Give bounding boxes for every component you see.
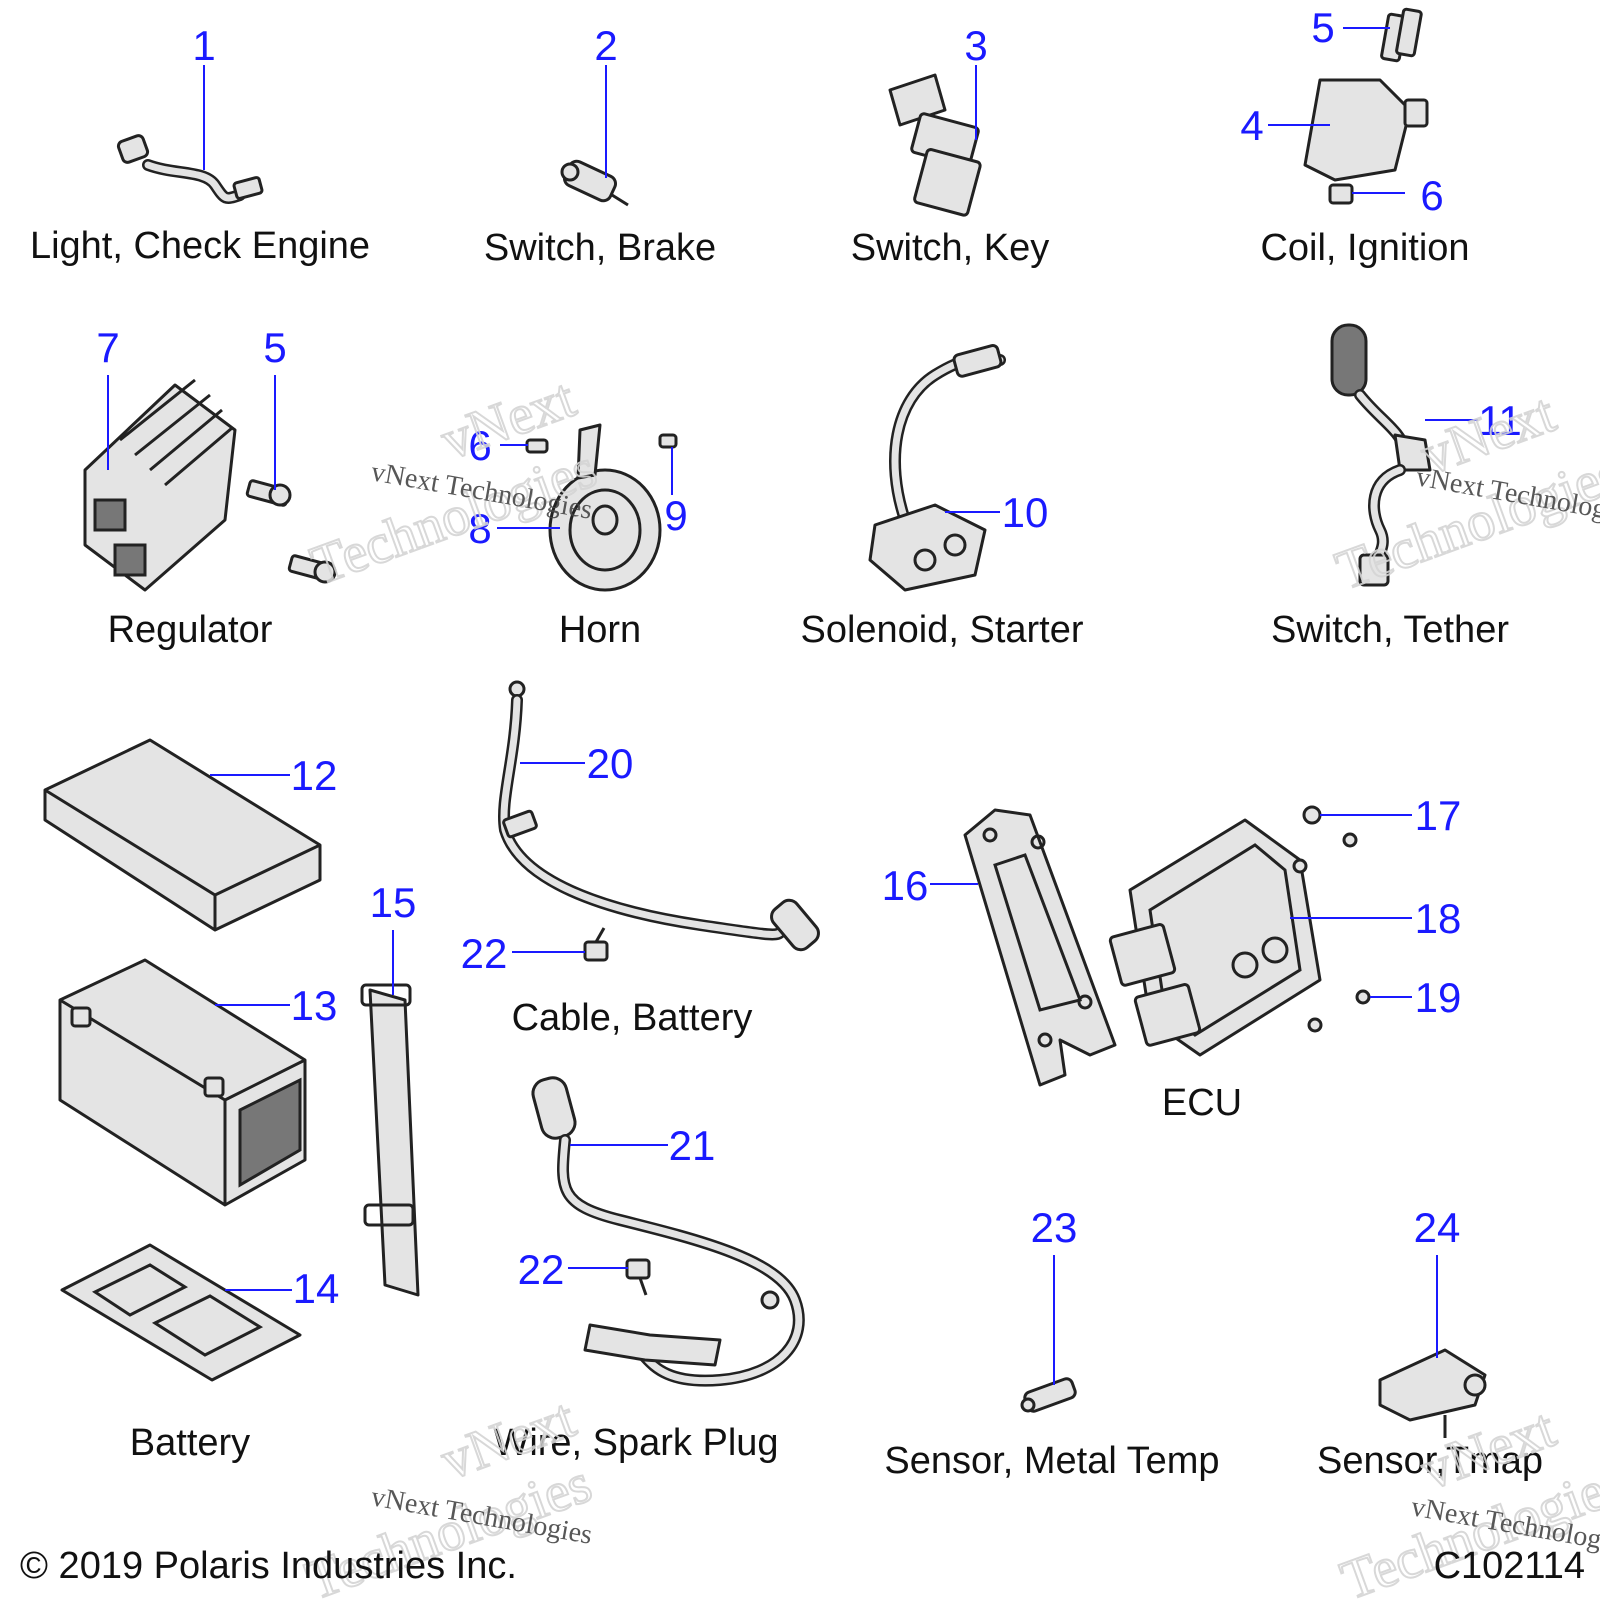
callout-6-horn: 6 xyxy=(468,422,491,469)
battery-part xyxy=(58,958,307,1207)
callout-6-coil: 6 xyxy=(1420,172,1443,219)
callout-23: 23 xyxy=(1031,1204,1078,1251)
check-engine-light-part xyxy=(116,134,264,204)
callout-4: 4 xyxy=(1240,102,1263,149)
callout-17: 17 xyxy=(1415,792,1462,839)
caption-solenoid-starter: Solenoid, Starter xyxy=(800,609,1083,651)
spark-plug-bolt-part xyxy=(625,1258,651,1296)
caption-battery: Battery xyxy=(130,1422,250,1464)
callout-14: 14 xyxy=(293,1265,340,1312)
tether-switch-part xyxy=(1330,323,1432,587)
caption-sensor-metal-temp: Sensor, Metal Temp xyxy=(884,1440,1219,1482)
callout-5-regulator: 5 xyxy=(263,324,286,371)
callout-16: 16 xyxy=(882,862,929,909)
callout-13: 13 xyxy=(291,982,338,1029)
battery-pad-part xyxy=(60,1243,302,1382)
caption-switch-key: Switch, Key xyxy=(851,227,1050,269)
caption-ecu: ECU xyxy=(1162,1082,1242,1124)
callout-8: 8 xyxy=(468,505,491,552)
callout-12: 12 xyxy=(291,752,338,799)
caption-switch-brake: Switch, Brake xyxy=(484,227,716,269)
callout-18: 18 xyxy=(1415,895,1462,942)
callout-22-cable: 22 xyxy=(461,930,508,977)
caption-horn: Horn xyxy=(559,609,641,651)
callout-24: 24 xyxy=(1414,1204,1461,1251)
battery-cover-part xyxy=(43,738,322,932)
ecu-bracket-part xyxy=(963,808,1117,1087)
callout-19: 19 xyxy=(1415,974,1462,1021)
callout-2: 2 xyxy=(594,22,617,69)
tmap-sensor-part xyxy=(1378,1348,1487,1438)
callout-7: 7 xyxy=(96,324,119,371)
battery-cable-part xyxy=(498,680,820,952)
caption-light-check-engine: Light, Check Engine xyxy=(30,225,370,267)
callout-20: 20 xyxy=(587,740,634,787)
caption-wire-spark-plug: Wire, Spark Plug xyxy=(493,1422,778,1464)
metal-temp-sensor-part xyxy=(1020,1377,1077,1413)
callout-3: 3 xyxy=(964,22,987,69)
caption-sensor-tmap: Sensor,Tmap xyxy=(1317,1440,1543,1482)
caption-regulator: Regulator xyxy=(108,609,273,651)
spark-plug-wire-part xyxy=(531,1076,805,1387)
horn-part xyxy=(525,423,678,592)
regulator-part xyxy=(83,378,337,592)
battery-strap-part xyxy=(360,983,420,1297)
callout-1: 1 xyxy=(192,22,215,69)
cable-bolt-part xyxy=(583,927,609,962)
ignition-coil-part xyxy=(1303,7,1429,205)
key-switch-part xyxy=(888,73,982,217)
callout-5-coil: 5 xyxy=(1311,4,1334,51)
ecu-part xyxy=(1108,805,1371,1057)
starter-solenoid-part xyxy=(868,344,1006,592)
brake-switch-part xyxy=(560,159,629,207)
callout-21: 21 xyxy=(669,1122,716,1169)
callout-11: 11 xyxy=(1478,397,1522,444)
callout-10: 10 xyxy=(1002,489,1049,536)
callout-9: 9 xyxy=(664,492,687,539)
caption-switch-tether: Switch, Tether xyxy=(1271,609,1509,651)
copyright-notice: © 2019 Polaris Industries Inc. xyxy=(20,1545,517,1587)
callout-22-wire: 22 xyxy=(518,1246,565,1293)
callout-15: 15 xyxy=(370,879,417,926)
caption-coil-ignition: Coil, Ignition xyxy=(1260,227,1469,269)
caption-cable-battery: Cable, Battery xyxy=(512,997,753,1039)
drawing-id: C102114 xyxy=(1434,1545,1585,1587)
